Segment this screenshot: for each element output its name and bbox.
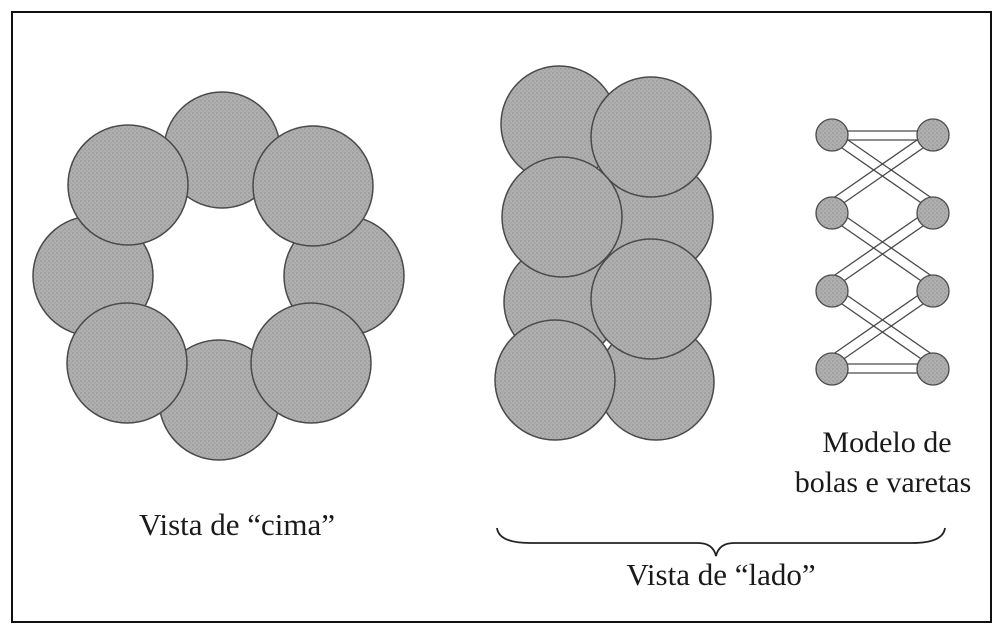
stick: [828, 294, 931, 366]
stick: [834, 130, 937, 202]
sphere: [250, 302, 372, 424]
stick: [828, 216, 931, 288]
stick: [834, 208, 937, 280]
ball-stick-label-line1: Modelo de: [822, 426, 951, 459]
side-view-stack: [494, 65, 715, 441]
ball-and-stick-model: [815, 118, 950, 386]
ball-stick-label-line2: bolas e varetas: [795, 466, 972, 499]
sphere: [252, 125, 374, 247]
stick: [828, 138, 931, 210]
sphere: [590, 76, 712, 198]
ball: [916, 274, 950, 308]
sphere: [67, 124, 189, 246]
ball: [916, 196, 950, 230]
ball: [815, 352, 849, 386]
stick: [828, 286, 931, 358]
stick: [834, 286, 937, 358]
sphere: [66, 302, 188, 424]
ball: [916, 352, 950, 386]
sphere: [494, 319, 616, 441]
sphere: [501, 156, 623, 278]
ball: [815, 274, 849, 308]
stick: [828, 130, 931, 202]
side-view-caption: Vista de “lado”: [626, 557, 815, 592]
ball: [815, 196, 849, 230]
top-view-ring: [32, 91, 405, 461]
top-view-caption: Vista de “cima”: [139, 507, 335, 542]
ball: [815, 118, 849, 152]
stick: [834, 294, 937, 366]
ball: [916, 118, 950, 152]
sphere: [590, 238, 712, 360]
side-view-brace: [496, 527, 946, 557]
stick: [828, 208, 931, 280]
stick: [834, 138, 937, 210]
stick: [834, 216, 937, 288]
